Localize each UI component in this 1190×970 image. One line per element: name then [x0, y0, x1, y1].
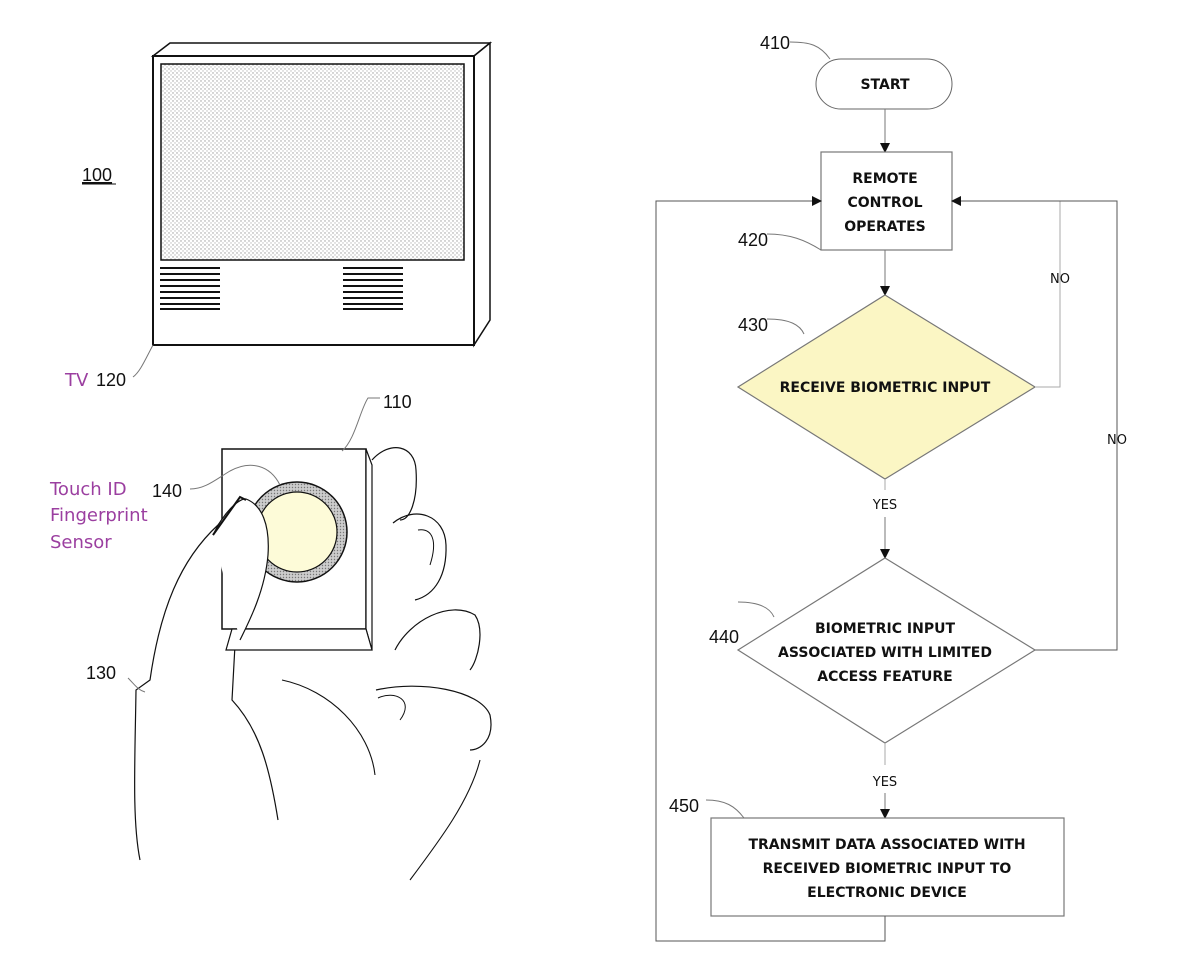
hand-leader-line — [127, 677, 146, 693]
tv-label: TV — [64, 370, 89, 391]
tv-illustration — [132, 41, 493, 378]
transmit-text-line-2: RECEIVED BIOMETRIC INPUT TO — [763, 861, 1012, 877]
finger-1 — [371, 447, 417, 521]
receive-leader-line — [766, 318, 805, 335]
fingernail-2 — [417, 529, 434, 566]
fingernail-4 — [377, 694, 406, 721]
tv-side-face — [473, 41, 491, 348]
tv-leader-line — [132, 344, 154, 378]
operates-text-line-2: CONTROL — [847, 195, 922, 211]
fingerprint-sensor — [256, 491, 338, 573]
receive-ref-label: 430 — [738, 315, 768, 335]
operates-ref-label: 420 — [738, 230, 768, 250]
tv-speaker-left — [160, 267, 220, 310]
tv-speaker-right — [343, 267, 403, 310]
operates-leader-line — [766, 233, 822, 251]
sensor-leader-line — [189, 464, 281, 490]
sensor-label-line-3: Sensor — [50, 532, 112, 553]
sensor-label-line-2: Fingerprint — [50, 505, 148, 526]
sensor-label-line-1: Touch ID — [49, 479, 127, 500]
associated-text-line-1: BIOMETRIC INPUT — [815, 621, 956, 637]
start-leader-line — [789, 41, 831, 60]
remote-leader-line — [341, 397, 380, 452]
remote-side — [365, 448, 373, 651]
sensor-ref-label: 140 — [152, 481, 182, 501]
hand-outline-right — [409, 759, 481, 881]
no-loop-1 — [1035, 201, 1061, 388]
start-text: START — [860, 77, 910, 93]
receive-text: RECEIVE BIOMETRIC INPUT — [780, 380, 991, 396]
return-loop — [655, 196, 886, 942]
start-terminal — [815, 58, 953, 110]
yes-label-2: YES — [872, 775, 897, 790]
remote-ref-label: 110 — [383, 392, 412, 412]
remote-operates-box — [820, 151, 953, 251]
tv-top-face — [150, 42, 493, 57]
operates-text-line-3: OPERATES — [844, 219, 925, 235]
associated-text-line-3: ACCESS FEATURE — [817, 669, 953, 685]
hand-outline-left — [134, 494, 241, 861]
associated-ref-label: 440 — [709, 627, 739, 647]
transmit-ref-label: 450 — [669, 796, 699, 816]
no-label-1: NO — [1050, 272, 1070, 287]
transmit-text-line-3: ELECTRONIC DEVICE — [807, 885, 967, 901]
hand-illustration — [127, 397, 492, 881]
associated-text-line-2: ASSOCIATED WITH LIMITED — [778, 645, 992, 661]
yes-label-1: YES — [872, 498, 897, 513]
palm-crease — [281, 679, 376, 776]
system-ref-label: 100 — [82, 165, 112, 185]
no-loop-2 — [951, 196, 1118, 651]
associated-leader-line — [737, 601, 775, 618]
start-ref-label: 410 — [760, 33, 790, 53]
operates-text-line-1: REMOTE — [852, 171, 917, 187]
transmit-text-line-1: TRANSMIT DATA ASSOCIATED WITH — [748, 837, 1025, 853]
transmit-leader-line — [705, 799, 745, 819]
flowchart — [655, 41, 1118, 942]
tv-ref-label: 120 — [96, 370, 126, 390]
thumbnail — [212, 495, 247, 536]
finger-4 — [375, 685, 492, 751]
tv-screen — [160, 63, 465, 261]
no-label-2: NO — [1107, 433, 1127, 448]
remote-bottom — [225, 628, 373, 651]
finger-2 — [392, 513, 447, 601]
finger-3 — [394, 609, 481, 671]
hand-ref-label: 130 — [86, 663, 116, 683]
transmit-box — [710, 817, 1065, 917]
